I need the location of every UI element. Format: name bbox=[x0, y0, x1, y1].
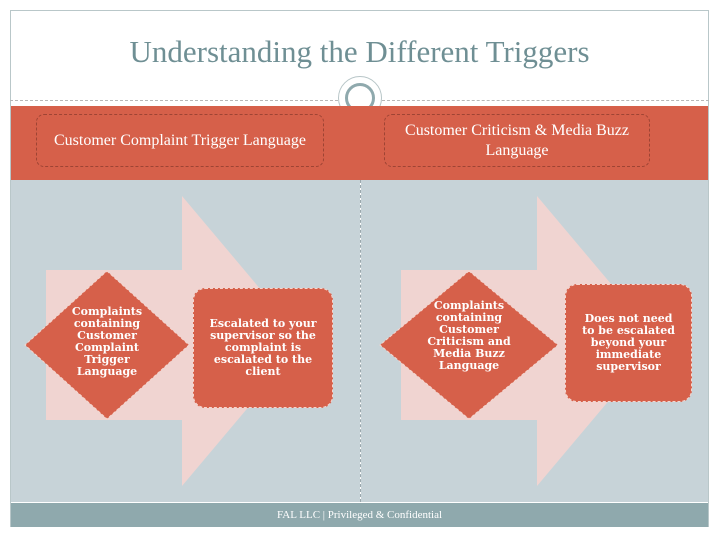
left-outcome-box: Escalated to your supervisor so the comp… bbox=[193, 288, 333, 408]
right-condition-diamond bbox=[379, 270, 559, 420]
footer-text: FAL LLC | Privileged & Confidential bbox=[276, 509, 443, 521]
footer-bar: FAL LLC | Privileged & Confidential bbox=[11, 503, 708, 527]
column-divider bbox=[360, 180, 361, 502]
column-header-criticism: Customer Criticism & Media Buzz Language bbox=[384, 114, 650, 167]
right-condition-text: Complaints containing Customer Criticism… bbox=[427, 299, 511, 372]
right-outcome-box: Does not need to be escalated beyond you… bbox=[565, 284, 692, 402]
left-condition-text: Complaints containing Customer Complaint… bbox=[71, 305, 143, 378]
title-divider-right bbox=[382, 100, 709, 101]
slide-title: Understanding the Different Triggers bbox=[129, 34, 590, 69]
left-condition-diamond bbox=[24, 270, 190, 420]
title-divider-left bbox=[10, 100, 338, 101]
column-header-complaint: Customer Complaint Trigger Language bbox=[36, 114, 324, 167]
